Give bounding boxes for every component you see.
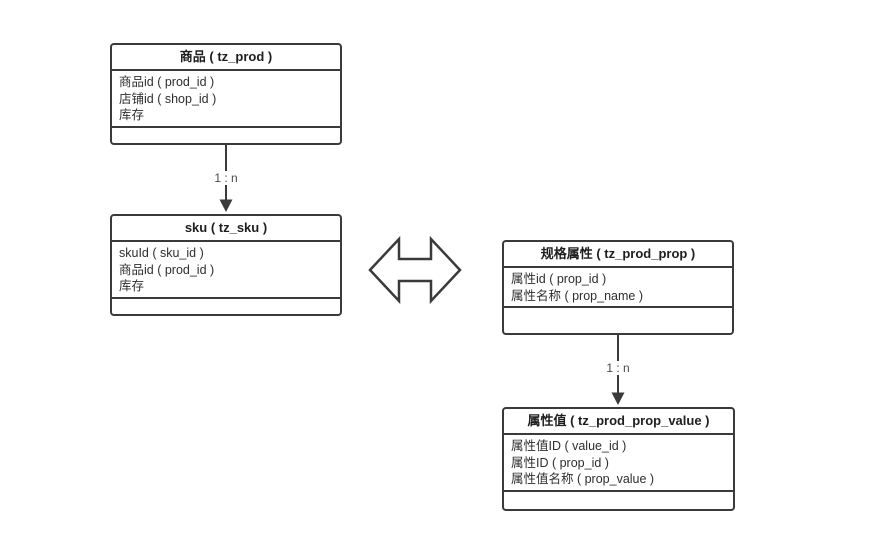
entity-value-field: 属性值名称 ( prop_value ) bbox=[511, 472, 655, 486]
entity-prop-field: 属性id ( prop_id ) bbox=[511, 272, 607, 286]
entity-sku-field: 商品id ( prod_id ) bbox=[119, 262, 215, 277]
entity-prod-fields: 商品id ( prod_id ) 店铺id ( shop_id ) 库存 bbox=[112, 71, 340, 128]
entity-value-field: 属性ID ( prop_id ) bbox=[511, 455, 609, 470]
entity-prod-field: 库存 bbox=[119, 108, 145, 122]
bidirectional-arrow-icon[interactable] bbox=[368, 235, 462, 305]
entity-prod-field: 店铺id ( shop_id ) bbox=[119, 91, 217, 106]
entity-prop[interactable]: 规格属性 ( tz_prod_prop ) 属性id ( prop_id ) 属… bbox=[502, 240, 734, 335]
entity-sku-field: 库存 bbox=[119, 279, 145, 293]
entity-sku[interactable]: sku ( tz_sku ) skuId ( sku_id ) 商品id ( p… bbox=[110, 214, 342, 316]
entity-prop-fields: 属性id ( prop_id ) 属性名称 ( prop_name ) bbox=[504, 268, 732, 308]
entity-value[interactable]: 属性值 ( tz_prod_prop_value ) 属性值ID ( value… bbox=[502, 407, 735, 511]
entity-value-field: 属性值ID ( value_id ) bbox=[511, 439, 627, 453]
entity-sku-footer bbox=[112, 299, 340, 315]
edge-label-prop-value: 1 : n bbox=[603, 361, 633, 375]
entity-prod[interactable]: 商品 ( tz_prod ) 商品id ( prod_id ) 店铺id ( s… bbox=[110, 43, 342, 145]
entity-value-title: 属性值 ( tz_prod_prop_value ) bbox=[504, 409, 733, 435]
entity-prop-field: 属性名称 ( prop_name ) bbox=[511, 288, 643, 303]
entity-prod-field: 商品id ( prod_id ) bbox=[119, 75, 215, 89]
entity-sku-field: skuId ( sku_id ) bbox=[119, 246, 204, 260]
arrowhead-down-icon bbox=[611, 392, 625, 405]
entity-value-footer bbox=[504, 492, 733, 510]
entity-prod-footer bbox=[112, 128, 340, 144]
entity-sku-title: sku ( tz_sku ) bbox=[112, 216, 340, 242]
edge-label-prod-sku: 1 : n bbox=[211, 171, 241, 185]
entity-prod-title: 商品 ( tz_prod ) bbox=[112, 45, 340, 71]
arrowhead-down-icon bbox=[219, 199, 233, 212]
entity-value-fields: 属性值ID ( value_id ) 属性ID ( prop_id ) 属性值名… bbox=[504, 435, 733, 492]
entity-prop-title: 规格属性 ( tz_prod_prop ) bbox=[504, 242, 732, 268]
entity-prop-footer bbox=[504, 308, 732, 333]
entity-sku-fields: skuId ( sku_id ) 商品id ( prod_id ) 库存 bbox=[112, 242, 340, 299]
